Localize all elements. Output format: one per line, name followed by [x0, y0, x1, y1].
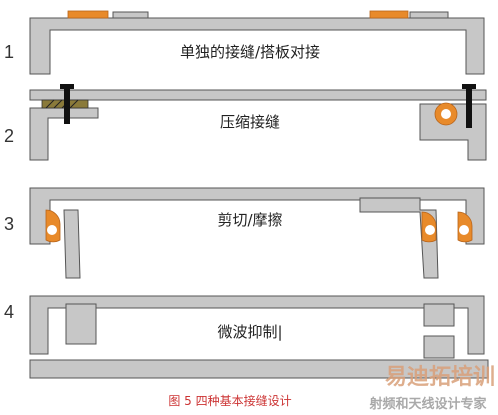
row-label: 压缩接缝	[220, 113, 280, 131]
choke-block-right-top	[423, 303, 455, 327]
left-bracket	[29, 107, 99, 161]
channel-plate	[29, 295, 485, 355]
channel-plate	[29, 17, 485, 75]
row-3-seam: 3 剪切/摩擦	[4, 187, 485, 279]
base-plate	[29, 359, 489, 379]
choke-block-left	[65, 303, 97, 345]
left-inner-tab	[63, 209, 81, 279]
bolt-shaft-right	[466, 84, 472, 128]
row-4-seam: 4 微波抑制|	[4, 295, 489, 379]
row-number: 4	[4, 302, 14, 322]
row-1-seam: 1 单独的接缝/搭板对接	[4, 10, 485, 75]
row-2-seam: 2 压缩接缝	[4, 84, 487, 161]
watermark-subtitle: 射频和天线设计专家	[368, 396, 487, 412]
row-number: 2	[4, 126, 14, 146]
o-ring-hole	[441, 109, 451, 119]
row-number: 3	[4, 214, 14, 234]
gasket-strip-left	[67, 10, 109, 19]
strap-plate-left	[112, 11, 149, 19]
row-label: 剪切/摩擦	[217, 211, 282, 229]
watermark-logo-text: 易迪拓培训	[385, 364, 495, 390]
strap-plate-right	[409, 11, 449, 19]
top-plate	[29, 89, 487, 101]
row-label: 微波抑制|	[217, 323, 282, 341]
figure-caption: 图 5 四种基本接缝设计	[168, 393, 291, 408]
row-label: 单独的接缝/搭板对接	[180, 43, 320, 61]
gasket-strip-right	[369, 10, 409, 19]
bolt-shaft-left	[64, 84, 70, 124]
row-number: 1	[4, 42, 14, 62]
channel-plate	[29, 187, 485, 245]
choke-block-right-bottom	[423, 335, 455, 359]
